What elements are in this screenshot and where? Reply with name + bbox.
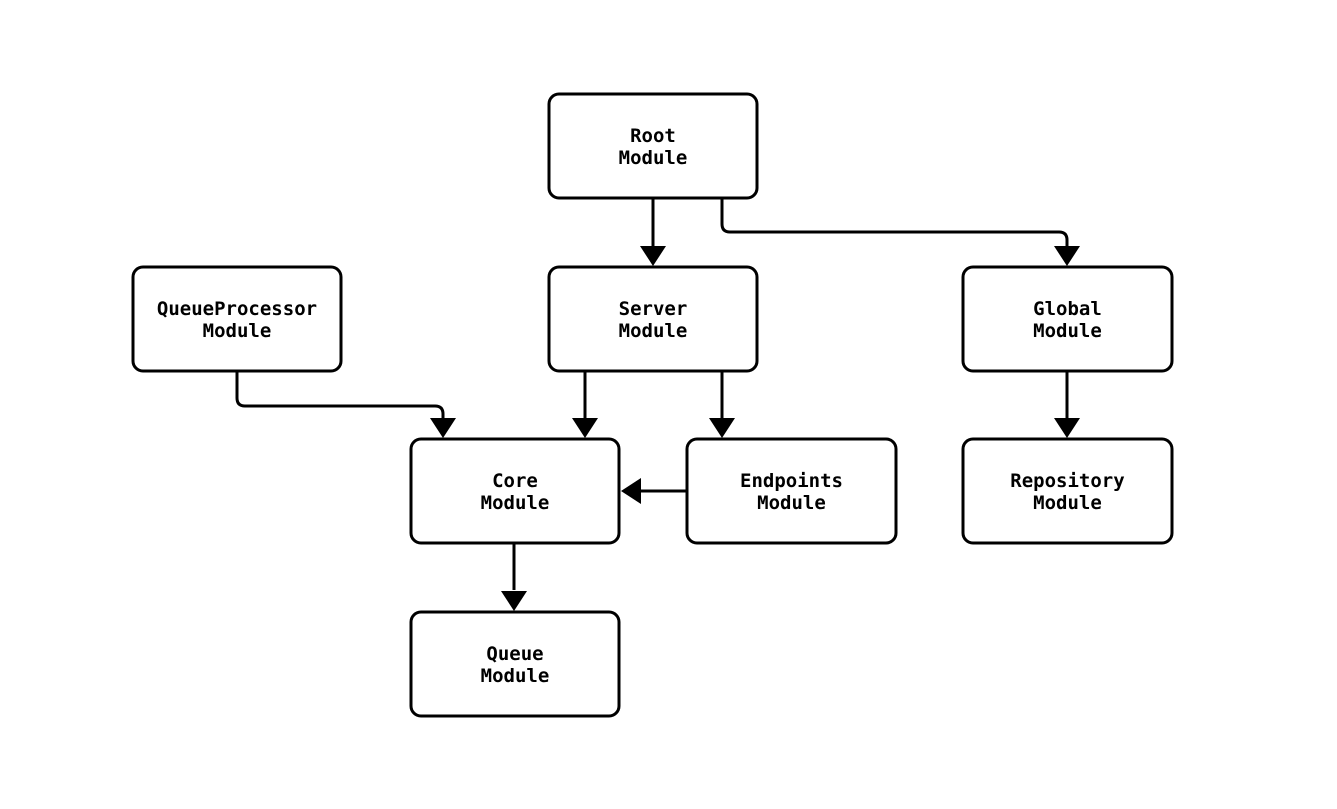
- node-box-endpoints: [685, 437, 898, 545]
- edge-global-to-repository: [1054, 371, 1080, 438]
- node-box-root: [547, 92, 759, 200]
- edge-root-to-global: [720, 198, 1080, 266]
- node-box-repository: [961, 437, 1174, 545]
- edge-line-root-to-global: [720, 198, 1069, 246]
- node-box-global: [961, 265, 1174, 373]
- node-box-queueprocessor: [131, 265, 343, 373]
- arrowhead-icon: [640, 246, 666, 266]
- arrowhead-icon: [430, 418, 456, 438]
- edge-queueprocessor-to-core: [235, 371, 456, 438]
- arrowhead-icon: [1054, 418, 1080, 438]
- edge-server-to-endpoints: [709, 371, 735, 438]
- edge-line-queueprocessor-to-core: [235, 371, 445, 418]
- edge-server-to-core: [572, 371, 598, 438]
- node-box-queue: [409, 610, 621, 718]
- edge-core-to-queue: [501, 543, 527, 611]
- edge-root-to-server: [640, 198, 666, 266]
- arrowhead-icon: [709, 418, 735, 438]
- edge-endpoints-to-core: [621, 478, 687, 504]
- arrowhead-icon: [1054, 246, 1080, 266]
- arrowhead-icon: [621, 478, 641, 504]
- node-box-server: [547, 265, 759, 373]
- node-box-core: [409, 437, 621, 545]
- arrowhead-icon: [572, 418, 598, 438]
- arrowhead-icon: [501, 591, 527, 611]
